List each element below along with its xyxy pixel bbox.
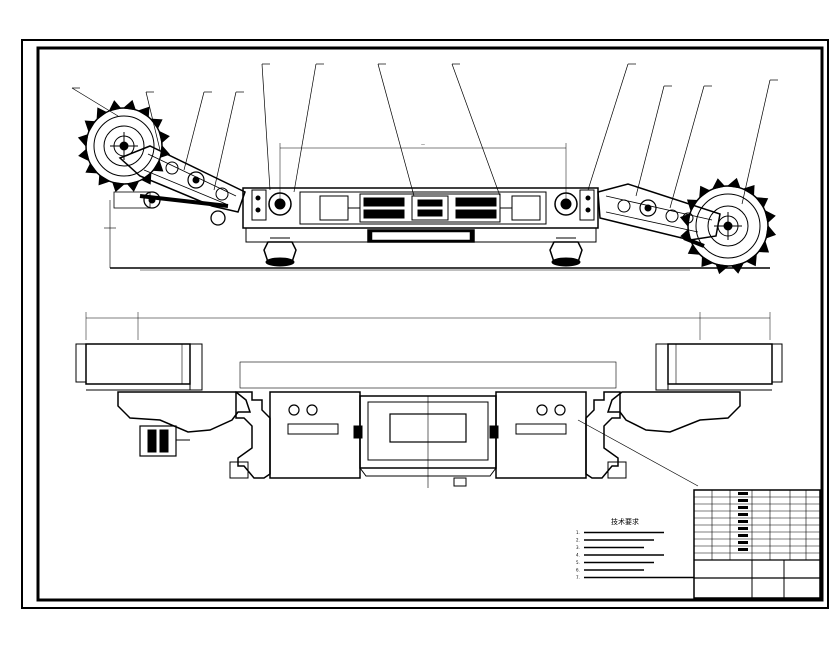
title-block-entry: [738, 513, 748, 516]
plan-view: [75, 312, 783, 488]
cutting-pick: [159, 144, 171, 158]
cutting-pick: [112, 181, 126, 193]
cutting-pick: [687, 243, 701, 255]
drum-plan-left: [75, 343, 203, 391]
note-line: 6.: [576, 568, 580, 573]
leader-line: [587, 63, 629, 191]
cutting-pick: [757, 240, 770, 253]
cutting-pick: [77, 134, 89, 148]
cutting-drum-left: [77, 99, 171, 193]
drum-plan-right: [655, 343, 783, 391]
cutting-pick: [680, 228, 692, 243]
cutting-drum-right: [679, 177, 777, 275]
cutting-pick: [140, 171, 152, 185]
svg-text:—: —: [421, 142, 425, 147]
leader-line: [213, 91, 237, 191]
cutting-pick: [742, 184, 755, 197]
cutting-pick: [699, 185, 711, 199]
ranging-arm-left: [113, 145, 246, 226]
haulage-unit-right: [554, 189, 595, 221]
cutting-pick: [78, 148, 90, 162]
leader-line: [741, 79, 771, 205]
title-block-entry: [738, 499, 748, 502]
title-block-entry: [738, 548, 748, 551]
leader-line: [261, 63, 271, 191]
cutting-pick: [755, 197, 769, 209]
cutting-pick: [765, 224, 777, 239]
cutting-pick: [726, 177, 741, 189]
guide-shoe-left: [263, 237, 297, 267]
title-block-entry: [738, 520, 748, 523]
title-block-entry: [738, 492, 748, 495]
sheet-frame: [21, 39, 829, 609]
machine-body: [242, 187, 599, 243]
cutting-pick: [686, 199, 699, 212]
notes-lines: 1. 2. 3. 4. 5. 6. 7.: [576, 530, 694, 580]
cutting-pick: [122, 99, 136, 111]
cutting-pick: [98, 174, 111, 186]
technical-notes: 技术要求 1. 2. 3. 4. 5. 6. 7.: [576, 517, 694, 580]
note-line: 4.: [576, 553, 580, 558]
leader-line: [293, 63, 317, 193]
cutting-pick: [137, 106, 150, 118]
note-line: 1.: [576, 530, 580, 535]
cutting-pick: [126, 180, 140, 192]
cable-clamp-left: [139, 425, 190, 457]
title-block-entry: [738, 534, 748, 537]
cutting-pick: [701, 255, 714, 268]
cutting-pick: [152, 159, 164, 172]
title-block: [693, 489, 821, 599]
cutting-pick: [715, 263, 730, 275]
cutting-pick: [711, 178, 726, 190]
front-elevation-view: —: [71, 63, 778, 275]
cutting-pick: [730, 262, 745, 274]
cutting-pick: [85, 162, 99, 174]
guide-shoe-right: [549, 237, 583, 267]
note-line: 2.: [576, 538, 580, 543]
leader-line: [451, 63, 501, 197]
leader-line: [183, 91, 205, 171]
title-block-entry: [738, 527, 748, 530]
note-line: 3.: [576, 545, 580, 550]
cutting-pick: [158, 130, 170, 144]
haulage-unit-left: [251, 189, 292, 221]
leader-line: [635, 85, 665, 197]
cutting-pick: [679, 213, 691, 228]
leader-line: [71, 87, 119, 117]
cutting-pick: [745, 253, 757, 267]
part-balloon-leaders: [71, 63, 778, 209]
cutting-pick: [84, 120, 96, 133]
title-block-entry: [738, 506, 748, 509]
title-block-entry: [738, 541, 748, 544]
leader-line: [377, 63, 415, 197]
notes-heading: 技术要求: [611, 517, 639, 526]
cutting-pick: [764, 209, 776, 224]
leader-line: [145, 91, 161, 151]
cutting-pick: [108, 100, 122, 112]
note-line: 5.: [576, 560, 580, 565]
note-line: 7.: [576, 575, 580, 580]
cutting-pick: [96, 107, 108, 121]
body-plan: [229, 361, 627, 488]
leader-line: [669, 85, 705, 209]
cutting-pick: [149, 118, 163, 130]
